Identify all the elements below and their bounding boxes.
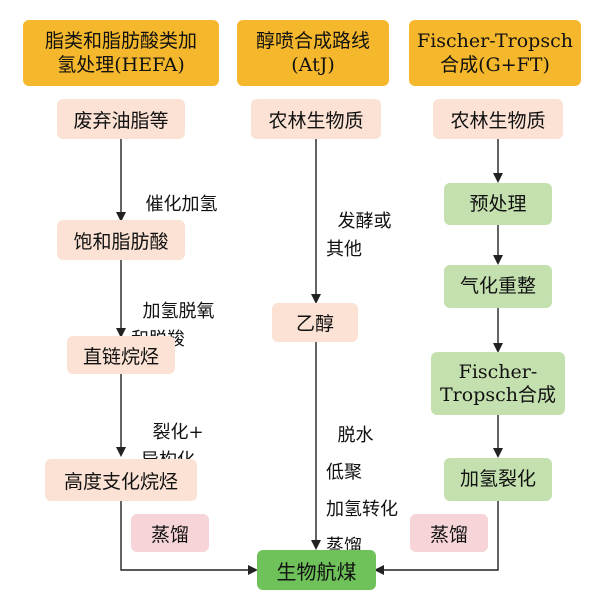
header-hefa-line2: 氢处理(HEFA) xyxy=(57,54,185,76)
node-saturated-fatty-acid: 饱和脂肪酸 xyxy=(57,220,185,260)
node-ethanol: 乙醇 xyxy=(272,303,358,342)
node-ft-synthesis-line2: Tropsch合成 xyxy=(440,383,556,406)
header-hefa-line1: 脂类和脂肪酸类加 xyxy=(44,30,197,52)
arrow-c3-final xyxy=(374,501,499,575)
node-waste-oil: 废弃油脂等 xyxy=(57,99,185,139)
node-ft-synthesis: Fischer- Tropsch合成 xyxy=(431,352,565,415)
node-hydrocracking-label: 加氢裂化 xyxy=(459,468,536,490)
header-ft-line2: 合成(G+FT) xyxy=(440,54,550,76)
step-cracking-line1: 裂化+ xyxy=(152,422,204,443)
header-atj: 醇喷合成路线 (AtJ) xyxy=(237,20,389,86)
node-ft-synthesis-line1: Fischer- xyxy=(458,360,538,383)
node-hydrocracking: 加氢裂化 xyxy=(444,458,552,501)
step-fermentation-line2: 其他 xyxy=(326,239,362,260)
header-atj-line1: 醇喷合成路线 xyxy=(255,30,370,52)
node-pretreatment-label: 预处理 xyxy=(469,192,527,215)
header-hefa: 脂类和脂肪酸类加 氢处理(HEFA) xyxy=(23,20,219,86)
node-bio-jet-fuel-label: 生物航煤 xyxy=(276,559,357,584)
node-waste-oil-label: 废弃油脂等 xyxy=(73,109,169,132)
header-ft: Fischer-Tropsch 合成(G+FT) xyxy=(409,20,581,86)
node-agri-biomass-c3: 农林生物质 xyxy=(433,99,563,139)
node-gasification-reforming: 气化重整 xyxy=(444,265,552,308)
node-saturated-fatty-acid-label: 饱和脂肪酸 xyxy=(73,230,169,253)
node-branched-alkane-label: 高度支化烷烃 xyxy=(63,470,178,493)
node-linear-alkane: 直链烷烃 xyxy=(67,336,175,374)
node-bio-jet-fuel: 生物航煤 xyxy=(257,550,376,590)
node-agri-biomass-c2: 农林生物质 xyxy=(251,99,381,139)
node-branched-alkane: 高度支化烷烃 xyxy=(45,459,197,501)
step-fermentation: 发酵或其他 xyxy=(326,180,391,264)
step-catalytic-hydrogenation: 催化加氢 xyxy=(134,163,217,219)
step-fermentation-line1: 发酵或 xyxy=(337,211,392,232)
node-agri-biomass-c3-label: 农林生物质 xyxy=(450,109,546,132)
step-ethanol-upgrading: 脱水低聚加氢转化蒸馏 xyxy=(326,380,398,565)
step-hdo-line1: 加氢脱氧 xyxy=(142,301,215,322)
node-linear-alkane-label: 直链烷烃 xyxy=(82,345,159,368)
arrow-c1-final xyxy=(120,501,258,575)
node-distillation-c1-label: 蒸馏 xyxy=(150,523,189,546)
node-gasification-reforming-label: 气化重整 xyxy=(459,275,536,297)
header-ft-line1: Fischer-Tropsch xyxy=(417,30,573,52)
step-hydroconversion: 加氢转化 xyxy=(326,499,398,520)
step-oligomerization: 低聚 xyxy=(326,462,362,483)
node-distillation-c1: 蒸馏 xyxy=(131,514,209,552)
header-atj-line2: (AtJ) xyxy=(291,54,335,76)
step-catalytic-hydrogenation-line1: 催化加氢 xyxy=(145,194,218,215)
node-distillation-c3-label: 蒸馏 xyxy=(429,523,468,546)
node-pretreatment: 预处理 xyxy=(444,183,552,225)
step-dehydration: 脱水 xyxy=(337,425,374,446)
node-distillation-c3: 蒸馏 xyxy=(410,514,488,552)
node-agri-biomass-c2-label: 农林生物质 xyxy=(268,109,364,132)
node-ethanol-label: 乙醇 xyxy=(295,313,334,335)
